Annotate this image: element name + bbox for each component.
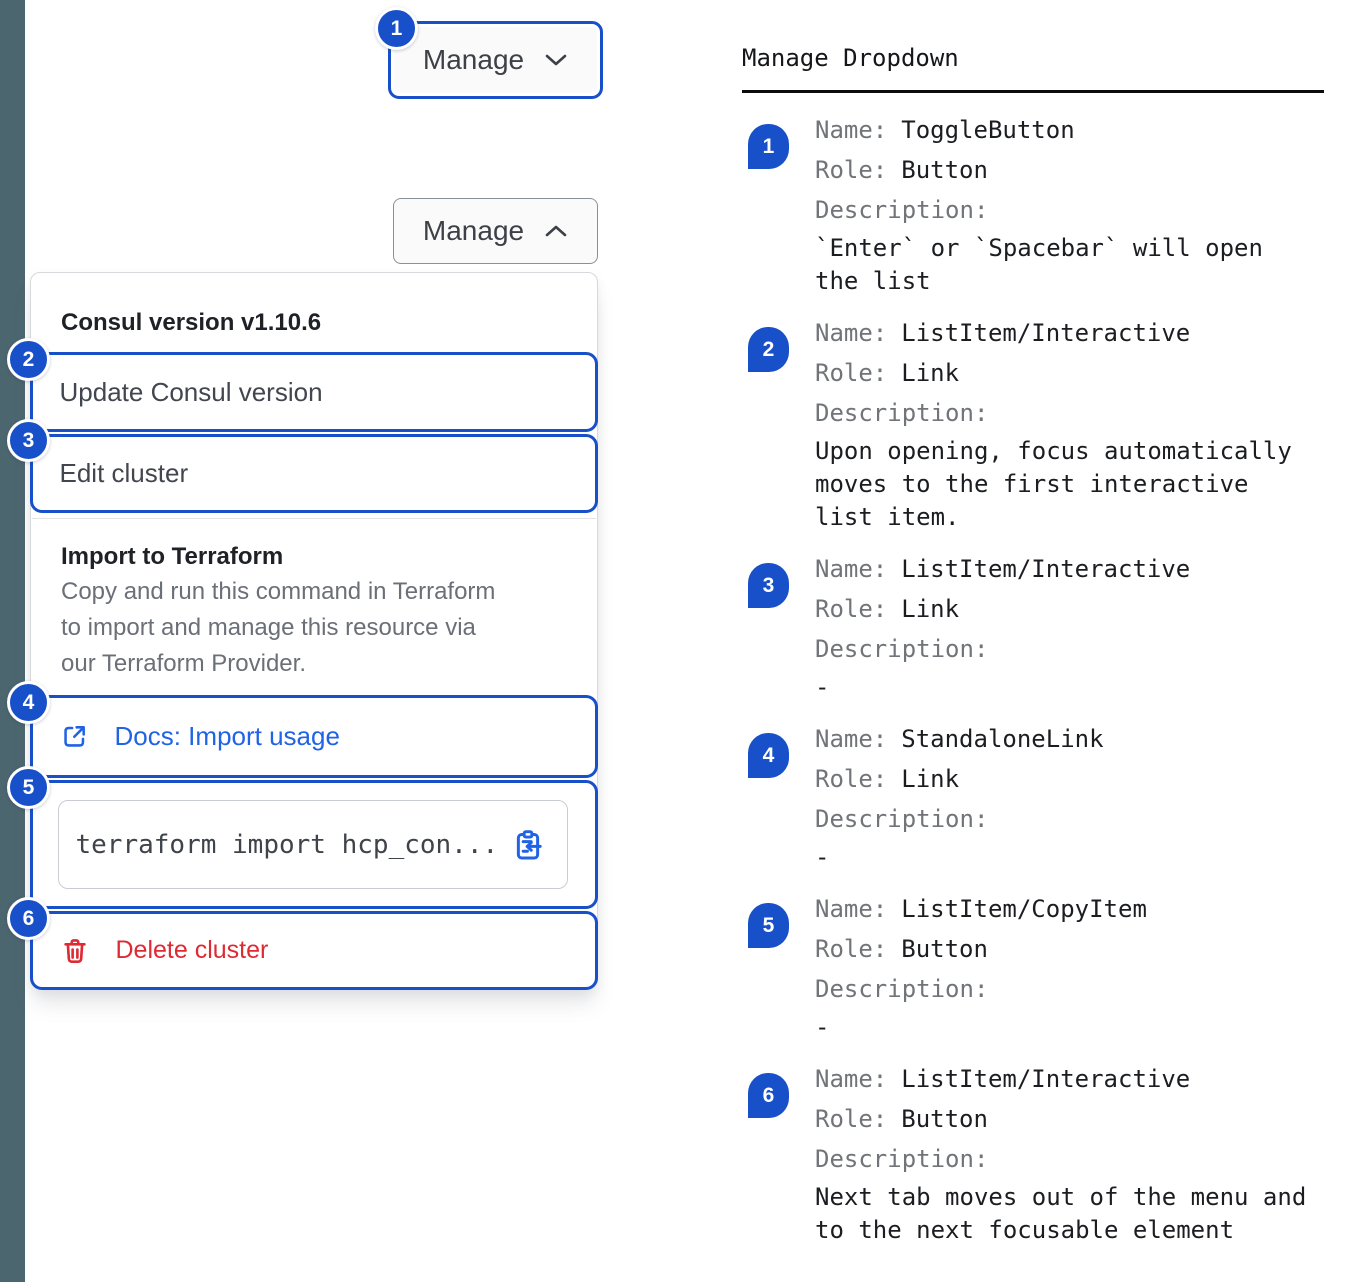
spec-description-label: Description:	[815, 399, 989, 427]
spec-description-label: Description:	[815, 635, 989, 663]
spec-name-row: Name:ListItem/Interactive	[815, 1065, 1191, 1093]
spec-badge-1: 1	[748, 124, 789, 169]
manage-toggle-button-expanded[interactable]: Manage	[393, 198, 598, 264]
external-link-icon	[63, 726, 85, 747]
annotation-outline-4: Docs: Import usage	[30, 695, 598, 778]
spec-role-row: Role:Button	[815, 156, 988, 184]
chevron-down-icon	[545, 54, 567, 66]
spec-description-text: -	[815, 673, 830, 701]
spec-entry-2: 2 Name:ListItem/Interactive Role:Link De…	[742, 313, 1324, 534]
spec-badge-6: 6	[748, 1073, 789, 1118]
spec-description-label: Description:	[815, 975, 989, 1003]
spec-description-text: -	[815, 843, 830, 871]
delete-cluster-label: Delete cluster	[115, 936, 269, 964]
spec-panel-rule	[742, 90, 1324, 93]
trash-icon	[63, 938, 86, 963]
manage-toggle-button[interactable]: Manage	[394, 27, 597, 93]
spec-description-label: Description:	[815, 1145, 989, 1173]
spec-badge-4: 4	[748, 733, 789, 778]
chevron-up-icon	[545, 225, 567, 237]
annotation-outline-1: Manage	[388, 21, 603, 99]
menu-item-update-consul-version[interactable]: Update Consul version	[59, 376, 323, 407]
terraform-import-copy-field[interactable]: terraform import hcp_con...	[57, 800, 568, 889]
spec-panel: Manage Dropdown 1 Name:ToggleButton Role…	[742, 40, 1324, 1262]
spec-description-text: -	[815, 1013, 830, 1041]
spec-name-row: Name:ListItem/Interactive	[815, 555, 1191, 583]
spec-role-row: Role:Button	[815, 935, 988, 963]
spec-name-row: Name:ListItem/Interactive	[815, 319, 1191, 347]
terraform-import-command: terraform import hcp_con...	[75, 829, 499, 860]
spec-description-text: Upon opening, focus automatically moves …	[815, 437, 1292, 531]
spec-name-row: Name:StandaloneLink	[815, 725, 1104, 753]
spec-name-row: Name:ListItem/CopyItem	[815, 895, 1147, 923]
spec-description-text: `Enter` or `Spacebar` will open the list	[815, 234, 1263, 295]
menu-item-docs-import-usage[interactable]: Docs: Import usage	[60, 721, 340, 752]
annotation-badge-2: 2	[7, 338, 50, 381]
import-terraform-header: Import to Terraform	[61, 543, 284, 570]
spec-entry-6: 6 Name:ListItem/Interactive Role:Button …	[742, 1059, 1324, 1247]
annotation-badge-6: 6	[7, 897, 50, 940]
docs-link-label: Docs: Import usage	[114, 721, 340, 751]
spec-entry-5: 5 Name:ListItem/CopyItem Role:Button Des…	[742, 889, 1324, 1044]
annotation-badge-1: 1	[375, 7, 418, 50]
spec-role-row: Role:Link	[815, 595, 960, 623]
spec-entry-3: 3 Name:ListItem/Interactive Role:Link De…	[742, 549, 1324, 704]
clipboard-copy-icon[interactable]	[511, 828, 545, 862]
spec-panel-title: Manage Dropdown	[742, 44, 959, 72]
spec-badge-3: 3	[748, 563, 789, 608]
annotation-outline-3: Edit cluster	[30, 434, 598, 513]
menu-divider	[32, 518, 596, 519]
spec-description-text: Next tab moves out of the menu and to th…	[815, 1183, 1307, 1244]
annotation-badge-3: 3	[7, 419, 50, 462]
spec-entry-4: 4 Name:StandaloneLink Role:Link Descript…	[742, 719, 1324, 874]
spec-role-row: Role:Link	[815, 765, 960, 793]
annotation-badge-4: 4	[7, 681, 50, 724]
spec-name-row: Name:ToggleButton	[815, 116, 1075, 144]
menu-item-edit-cluster[interactable]: Edit cluster	[59, 458, 189, 488]
spec-description-label: Description:	[815, 805, 989, 833]
spec-entries: 1 Name:ToggleButton Role:Button Descript…	[742, 110, 1324, 1247]
spec-badge-5: 5	[748, 903, 789, 948]
consul-version-header: Consul version v1.10.6	[61, 309, 322, 336]
sidebar-strip	[0, 0, 25, 1282]
spec-role-row: Role:Button	[815, 1105, 988, 1133]
annotation-outline-6: Delete cluster	[30, 911, 598, 990]
spec-badge-2: 2	[748, 327, 789, 372]
menu-item-delete-cluster[interactable]: Delete cluster	[60, 936, 269, 966]
spec-entry-1: 1 Name:ToggleButton Role:Button Descript…	[742, 110, 1324, 298]
annotation-outline-5: terraform import hcp_con...	[30, 780, 598, 909]
annotation-outline-2: Update Consul version	[30, 352, 598, 432]
manage-button-label: Manage	[422, 215, 525, 246]
spec-role-row: Role:Link	[815, 359, 960, 387]
annotation-badge-5: 5	[7, 766, 50, 809]
import-terraform-description: Copy and run this command in Terraform t…	[61, 578, 496, 677]
spec-description-label: Description:	[815, 196, 989, 224]
manage-button-label: Manage	[422, 44, 525, 75]
